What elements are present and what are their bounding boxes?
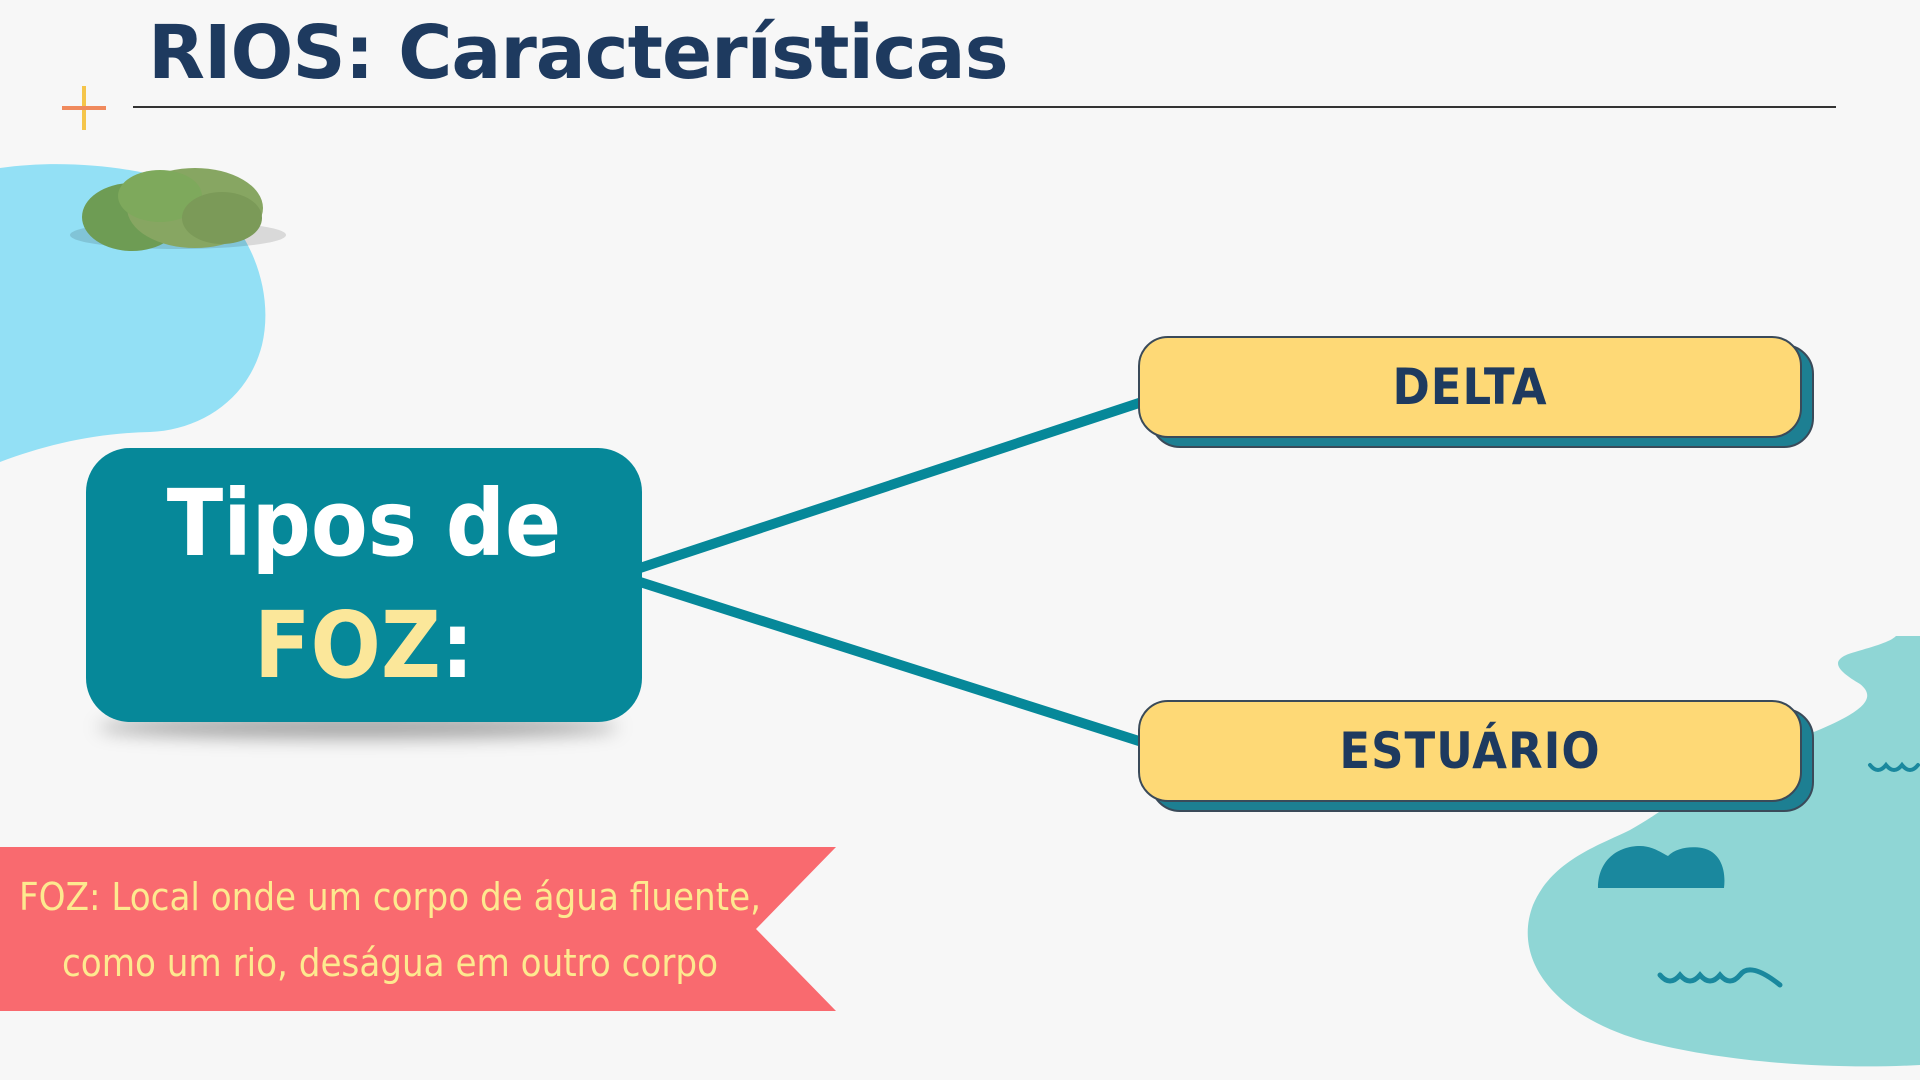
connector-estuario [638,577,1144,747]
central-node-colon: : [440,592,475,699]
plus-sparkle-icon [62,86,106,130]
branch-delta: DELTA [1138,336,1802,438]
page-title: RIOS: Características [148,10,1009,96]
definition-banner-shape [0,847,836,1011]
definition-line2: como um rio, deságua em outro corpo [61,941,718,985]
wave-icon [1657,967,1783,988]
wave-icon [1868,761,1920,772]
central-node-line2: FOZ: [254,585,474,707]
definition-text: FOZ: Local onde um corpo de água fluente… [10,864,770,996]
central-node: Tipos de FOZ: [86,448,642,722]
rock-icon [1598,846,1725,888]
branch-estuario-label: ESTUÁRIO [1339,722,1601,780]
branch-estuario: ESTUÁRIO [1138,700,1802,802]
central-node-highlight: FOZ [253,592,441,699]
connector-delta [638,397,1144,573]
definition-line1: FOZ: Local onde um corpo de água fluente… [19,875,761,919]
bush-icon [70,168,286,251]
central-node-line1: Tipos de [166,470,562,577]
title-divider [133,106,1836,108]
branch-delta-label: DELTA [1392,358,1548,416]
right-water-blob [1527,636,1920,1067]
